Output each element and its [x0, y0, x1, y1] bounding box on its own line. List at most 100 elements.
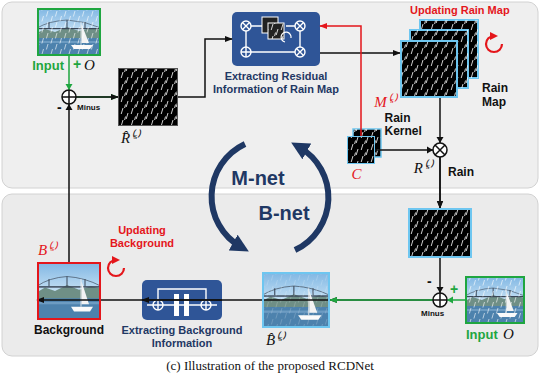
module-name: M-net	[231, 168, 284, 188]
operator-arrowhead	[437, 287, 444, 293]
plus-operator	[62, 90, 76, 104]
sign-mark: +	[73, 57, 81, 71]
flow-arrow	[330, 258, 440, 300]
plus-operator	[62, 90, 76, 104]
rain-image: R⁽ˢ⁾Rain	[408, 208, 472, 258]
math-symbol: R̂⁽ˢ⁾	[121, 130, 139, 147]
image-label: Background	[34, 324, 104, 338]
process-block: Extracting Background Information	[142, 280, 222, 320]
operator-arrowhead	[66, 84, 454, 304]
update-arrow	[108, 260, 124, 276]
background-image: Updating BackgroundB⁽ˢ⁾Background	[37, 262, 101, 320]
rain-image-art	[118, 68, 178, 126]
math-symbol: R⁽ˢ⁾	[414, 160, 432, 177]
plus-operator	[433, 293, 447, 307]
cycle-arrow	[295, 147, 328, 250]
network-block	[295, 47, 305, 57]
rain-image-art	[400, 40, 458, 98]
operator-arrowhead	[427, 147, 433, 154]
background-estimate-image: B̂⁽ˢ⁾	[262, 272, 330, 328]
operator-note: Minus	[421, 310, 444, 318]
image-label: Input	[32, 59, 64, 74]
image-label: Rain	[448, 166, 474, 180]
sign-mark: +	[450, 282, 458, 296]
input-image-art	[37, 8, 101, 56]
process-block: Extracting Residual Information of Rain …	[232, 12, 320, 66]
flow-arrow	[375, 150, 440, 208]
network-block	[158, 289, 206, 300]
connector-group	[37, 26, 465, 300]
input-image: InputO	[37, 8, 101, 56]
update-note: Updating Background	[104, 224, 180, 249]
input-image-art	[465, 276, 525, 324]
plus-operator	[433, 293, 447, 307]
network-block	[241, 21, 305, 57]
network-block	[184, 294, 189, 316]
block-label: Extracting Background Information	[118, 324, 246, 349]
mnet-panel	[2, 2, 538, 188]
multiply-operator	[435, 145, 445, 155]
input-image-art	[37, 8, 101, 56]
network-block	[201, 300, 211, 310]
input-image: InputO	[465, 276, 525, 324]
network-block	[174, 294, 179, 316]
network-block	[295, 21, 305, 31]
update-note: Updating Rain Map	[410, 4, 510, 17]
operator-arrowhead	[437, 137, 444, 143]
math-symbol: M⁽ˢ⁾	[374, 94, 396, 111]
flow-arrow	[69, 56, 118, 97]
math-symbol: B̂⁽ˢ⁾	[266, 332, 284, 349]
multiply-operator	[433, 143, 447, 157]
sign-mark: -	[427, 274, 432, 288]
math-symbol: O	[503, 326, 514, 343]
operator-arrowhead	[66, 84, 73, 90]
block-label: Extracting Residual Information of Rain …	[209, 70, 343, 95]
update-arrow	[486, 36, 502, 52]
multiply-operator	[433, 143, 447, 157]
module-name: B-net	[258, 203, 309, 223]
network-block	[153, 300, 163, 310]
figure-caption: (c) Illustration of the proposed RCDNet	[0, 358, 540, 373]
sign-mark: -	[57, 100, 62, 114]
rain-image-art	[347, 136, 375, 164]
operator-arrowhead	[66, 104, 73, 110]
image-label: Rain Map	[482, 82, 522, 110]
network-block	[201, 300, 211, 310]
network-block	[297, 23, 304, 30]
rain-image-art	[118, 68, 178, 126]
math-symbol: B⁽ˢ⁾	[38, 242, 56, 259]
network-block	[241, 47, 251, 57]
network-block	[232, 12, 320, 66]
flow-arrow	[320, 52, 400, 54]
network-block	[281, 32, 291, 42]
flow-arrow	[37, 299, 222, 301]
bnet-panel	[2, 194, 538, 356]
math-symbol: O	[84, 57, 95, 74]
background-image-art	[37, 262, 101, 320]
rain-kernel: Rain KernelC	[347, 136, 375, 164]
rain-residual-image: R̂⁽ˢ⁾	[118, 68, 178, 126]
image-label: Rain Kernel	[385, 112, 431, 140]
background-image-art	[37, 262, 330, 328]
cycle-arrow	[212, 144, 329, 250]
rain-image-art	[400, 40, 458, 98]
rain-image-art	[408, 208, 472, 258]
network-block	[243, 23, 250, 30]
rain-image-art	[347, 136, 375, 164]
operator-arrowhead	[447, 297, 453, 304]
rain-image-art	[408, 208, 472, 258]
cycle-arrow	[212, 144, 245, 247]
rain-map-stack: Updating Rain MapM⁽ˢ⁾Rain Map	[400, 40, 458, 98]
network-block	[153, 300, 163, 310]
network-block	[241, 21, 251, 31]
plus-operator	[62, 90, 447, 307]
input-image-art	[465, 276, 525, 324]
network-block	[241, 47, 251, 57]
math-symbol: C	[352, 166, 362, 183]
image-label: Input	[466, 328, 498, 343]
operator-note: Minus	[77, 104, 100, 112]
network-block	[297, 49, 304, 56]
panel	[2, 2, 538, 356]
